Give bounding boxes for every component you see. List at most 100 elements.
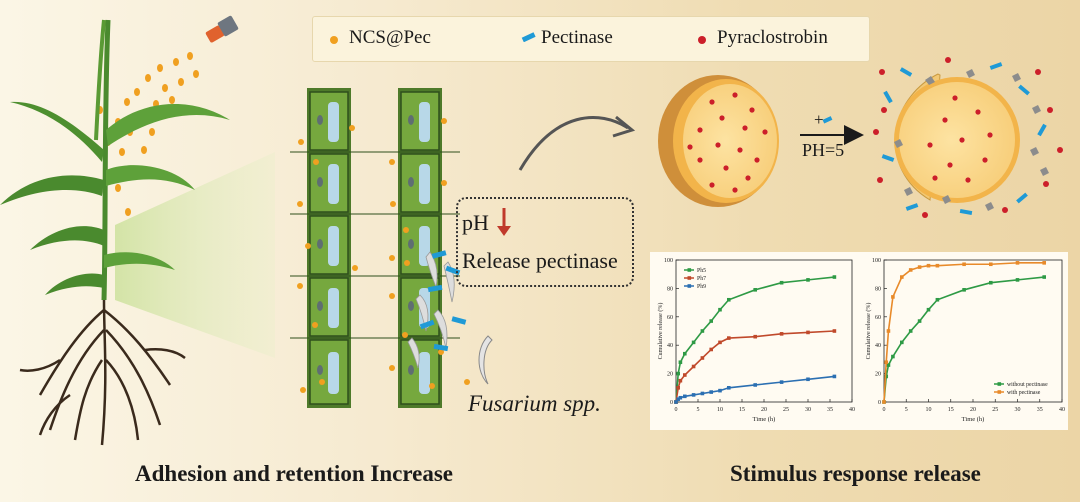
data-point: [806, 331, 810, 335]
data-point: [909, 329, 913, 333]
y-tick-label: 20: [667, 372, 673, 378]
data-point: [709, 390, 713, 394]
data-point: [891, 295, 895, 299]
x-axis-label: Time (h): [753, 416, 776, 423]
legend: NCS@Pec Pectinase Pyraclostrobin: [312, 16, 870, 62]
data-point: [989, 262, 993, 266]
reaction-condition: PH=5: [802, 140, 844, 161]
data-point: [683, 395, 687, 399]
caption-left: Adhesion and retention Increase: [135, 461, 453, 487]
x-tick-label: 10: [926, 407, 932, 413]
x-tick-label: 30: [1015, 407, 1021, 413]
data-point: [927, 264, 931, 268]
release-pectinase-label: Release pectinase: [462, 248, 618, 274]
data-point: [1042, 261, 1046, 265]
legend-marker: [688, 268, 692, 272]
data-point: [936, 298, 940, 302]
reaction-plus: +: [814, 110, 824, 130]
data-point: [1016, 261, 1020, 265]
x-tick-label: 35: [1037, 407, 1043, 413]
data-point: [683, 352, 687, 356]
x-tick-label: 25: [783, 407, 789, 413]
data-point: [709, 319, 713, 323]
y-tick-label: 40: [875, 343, 881, 349]
y-tick-label: 0: [670, 400, 673, 406]
data-point: [683, 373, 687, 377]
y-tick-label: 100: [664, 258, 673, 264]
sprayer-nozzle-icon: [205, 15, 239, 43]
data-point: [780, 380, 784, 384]
y-tick-label: 40: [667, 343, 673, 349]
data-point: [918, 265, 922, 269]
y-tick-label: 60: [667, 315, 673, 321]
y-tick-label: 100: [872, 258, 881, 264]
pyraclostrobin-dot-icon: [697, 35, 707, 45]
fusarium-spore-icon: [479, 336, 492, 384]
cell-column-left: [307, 88, 351, 408]
ph-label: pH: [462, 210, 489, 236]
data-point: [753, 335, 757, 339]
x-tick-label: 30: [805, 407, 811, 413]
data-point: [833, 375, 837, 379]
legend-marker: [688, 284, 692, 288]
data-point: [701, 392, 705, 396]
data-point: [900, 275, 904, 279]
pectinase-dash-icon: [521, 32, 537, 42]
x-tick-label: 20: [761, 407, 767, 413]
data-point: [692, 393, 696, 397]
y-tick-label: 0: [878, 400, 881, 406]
data-point: [1042, 275, 1046, 279]
data-point: [806, 278, 810, 282]
data-point: [962, 288, 966, 292]
data-point: [909, 268, 913, 272]
data-point: [891, 355, 895, 359]
curved-arrow: [520, 118, 628, 170]
data-point: [727, 298, 731, 302]
data-point: [780, 332, 784, 336]
legend-label-pyraclostrobin: Pyraclostrobin: [717, 27, 828, 49]
legend-marker: [998, 390, 1002, 394]
x-tick-label: 20: [970, 407, 976, 413]
data-point: [676, 372, 680, 376]
data-point: [989, 281, 993, 285]
reaction-pectinase-icon: [823, 116, 833, 123]
legend-label: Ph9: [697, 284, 706, 290]
legend-marker: [998, 382, 1002, 386]
y-axis-label: Cumulative release (%): [657, 303, 664, 360]
chart-ph-svg: 0510152025303540020406080100Time (h)Cumu…: [650, 252, 858, 430]
data-point: [727, 386, 731, 390]
data-point: [727, 336, 731, 340]
x-tick-label: 0: [883, 407, 886, 413]
data-point: [1016, 278, 1020, 282]
data-point: [753, 288, 757, 292]
data-point: [709, 348, 713, 352]
x-tick-label: 15: [948, 407, 954, 413]
data-point: [692, 341, 696, 345]
series-line: [676, 331, 834, 402]
data-point: [718, 341, 722, 345]
series-line: [676, 376, 834, 402]
legend-label: without pectinase: [1007, 382, 1048, 388]
legend-marker: [688, 276, 692, 280]
data-point: [679, 396, 683, 400]
legend-label-pectinase: Pectinase: [541, 27, 613, 49]
y-tick-label: 60: [875, 315, 881, 321]
data-point: [833, 329, 837, 333]
data-point: [692, 365, 696, 369]
caption-right: Stimulus response release: [730, 461, 981, 487]
data-point: [701, 356, 705, 360]
x-tick-label: 5: [905, 407, 908, 413]
data-point: [806, 377, 810, 381]
data-point: [918, 319, 922, 323]
x-axis-label: Time (h): [962, 416, 985, 423]
data-point: [900, 341, 904, 345]
nanosphere-intact: [658, 75, 779, 207]
data-point: [718, 389, 722, 393]
fusarium-label: Fusarium spp.: [468, 391, 601, 417]
data-point: [887, 329, 891, 333]
curved-arrow-head: [613, 117, 632, 136]
